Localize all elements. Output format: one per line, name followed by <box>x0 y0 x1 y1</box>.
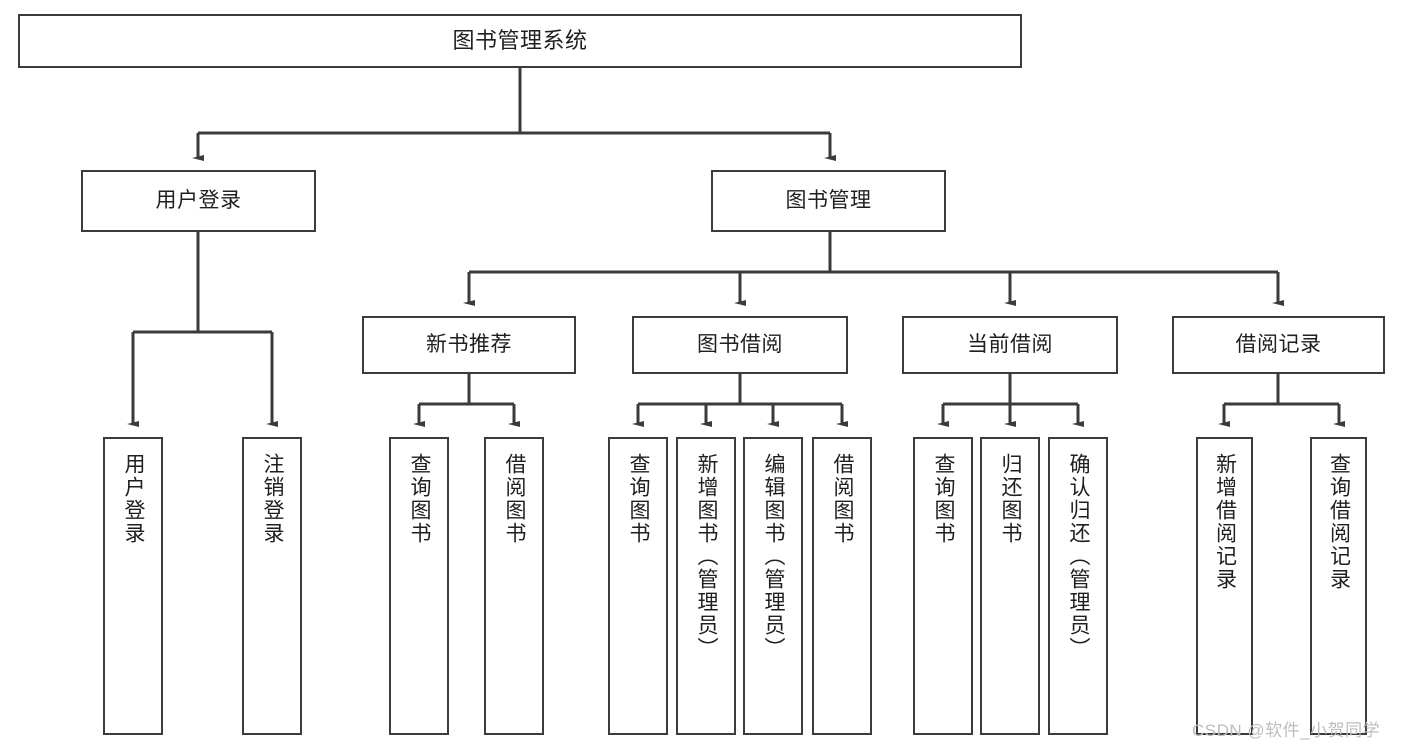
node-label: 新增图书（管理员） <box>695 453 719 660</box>
node-leaf-query-book-3[interactable]: 查询图书 <box>913 437 973 735</box>
node-label: 注销登录 <box>261 453 285 545</box>
node-leaf-query-book-2[interactable]: 查询图书 <box>608 437 668 735</box>
node-label: 新书推荐 <box>426 332 512 356</box>
node-label: 借阅图书 <box>503 453 527 545</box>
node-leaf-query-borrow-record[interactable]: 查询借阅记录 <box>1310 437 1367 735</box>
node-leaf-edit-book-admin[interactable]: 编辑图书（管理员） <box>743 437 803 735</box>
node-label: 借阅图书 <box>831 453 855 545</box>
node-leaf-add-book-admin[interactable]: 新增图书（管理员） <box>676 437 736 735</box>
node-label: 图书管理 <box>785 188 872 212</box>
node-leaf-return-book[interactable]: 归还图书 <box>980 437 1040 735</box>
node-leaf-borrow-book-2[interactable]: 借阅图书 <box>812 437 872 735</box>
node-label: 确认归还（管理员） <box>1067 453 1091 660</box>
node-current-borrow[interactable]: 当前借阅 <box>902 316 1118 374</box>
node-user-login[interactable]: 用户登录 <box>81 170 316 232</box>
node-label: 用户登录 <box>155 188 242 212</box>
node-leaf-query-book-1[interactable]: 查询图书 <box>389 437 449 735</box>
node-label: 查询图书 <box>932 453 956 545</box>
node-leaf-logout-login[interactable]: 注销登录 <box>242 437 302 735</box>
node-label: 新增借阅记录 <box>1213 453 1237 591</box>
csdn-watermark: CSDN @软件_小贺同学 <box>1192 721 1381 740</box>
node-label: 归还图书 <box>999 453 1023 545</box>
node-label: 查询借阅记录 <box>1327 453 1351 591</box>
node-label: 图书借阅 <box>697 332 783 356</box>
node-label: 图书管理系统 <box>452 28 588 54</box>
node-book-management[interactable]: 图书管理 <box>711 170 946 232</box>
node-root-book-management-system[interactable]: 图书管理系统 <box>18 14 1022 68</box>
node-label: 借阅记录 <box>1235 332 1322 356</box>
node-label: 编辑图书（管理员） <box>762 453 786 660</box>
node-label: 查询图书 <box>408 453 432 545</box>
node-label: 当前借阅 <box>967 332 1053 356</box>
node-book-borrow[interactable]: 图书借阅 <box>632 316 848 374</box>
node-label: 用户登录 <box>122 453 146 545</box>
node-label: 查询图书 <box>627 453 651 545</box>
node-leaf-add-borrow-record[interactable]: 新增借阅记录 <box>1196 437 1253 735</box>
node-new-book-recommend[interactable]: 新书推荐 <box>362 316 576 374</box>
node-leaf-borrow-book-1[interactable]: 借阅图书 <box>484 437 544 735</box>
node-borrow-record[interactable]: 借阅记录 <box>1172 316 1385 374</box>
node-leaf-confirm-return-admin[interactable]: 确认归还（管理员） <box>1048 437 1108 735</box>
node-leaf-user-login[interactable]: 用户登录 <box>103 437 163 735</box>
